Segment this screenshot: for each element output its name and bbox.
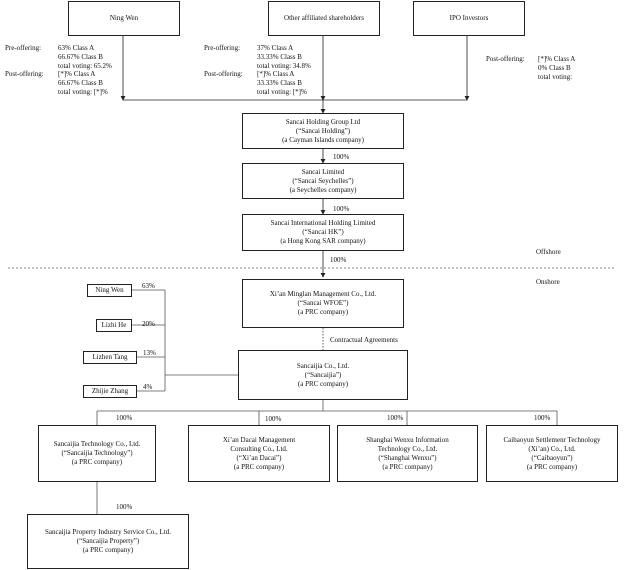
- ning-wen-box: Ning Wen: [68, 1, 180, 36]
- seychelles-hk-pct: 100%: [333, 205, 350, 213]
- other-post-label: Post-offering:: [204, 70, 243, 78]
- sancaijia-property-box: Sancaijia Property Industry Service Co.,…: [27, 514, 189, 569]
- sancai-hk-box: Sancai International Holding Limited(“Sa…: [242, 214, 404, 251]
- sub-dacai-pct: 100%: [265, 415, 282, 423]
- sub-wenxu-pct: 100%: [387, 414, 404, 422]
- caibaoyun-box: Caibaoyun Settlemenr Technology(Xi’an) C…: [486, 425, 618, 482]
- holder-lizhi-he-pct: 20%: [142, 320, 155, 328]
- ipo-post-label: Post-offering:: [486, 55, 525, 63]
- hk-wfoe-pct: 100%: [330, 256, 347, 264]
- offshore-label: Offshore: [536, 248, 561, 256]
- sancai-holding-box: Sancai Holding Group Ltd(“Sancai Holding…: [242, 113, 404, 149]
- holder-ning-wen: Ning Wen: [87, 284, 132, 297]
- contractual-agreements-label: Contractual Agreements: [330, 336, 398, 344]
- ningwen-pre-detail: 63% Class A 66.67% Class B total voting:…: [58, 44, 112, 70]
- other-shareholders-label: Other affiliated shareholders: [284, 14, 364, 22]
- ipo-post-detail: [*]% Class A 0% Class B total voting:: [538, 55, 576, 81]
- holder-ning-wen-pct: 63%: [142, 282, 155, 290]
- ning-wen-label: Ning Wen: [109, 14, 139, 22]
- holder-zhijie-zhang-pct: 4%: [143, 383, 153, 391]
- tech-property-pct: 100%: [116, 503, 133, 511]
- ipo-investors-box: IPO Investors: [413, 1, 525, 36]
- sancaijia-box: Sancaijia Co., Ltd.(“Sancaijia”)(a PRC c…: [238, 350, 408, 400]
- other-shareholders-box: Other affiliated shareholders: [268, 1, 380, 36]
- holder-lizhi-he: Lizhi He: [96, 319, 132, 332]
- holder-lizhen-tang-pct: 13%: [143, 349, 156, 357]
- other-post-detail: [*]% Class A 33.33% Class B total voting…: [257, 70, 307, 96]
- sub-caibaoyun-pct: 100%: [534, 414, 551, 422]
- holding-seychelles-pct: 100%: [333, 153, 350, 161]
- ningwen-post-detail: [*]% Class A 66.67% Class B total voting…: [58, 70, 108, 96]
- sancaijia-technology-box: Sancaijia Technology Co., Ltd.(“Sancaiji…: [38, 425, 156, 482]
- sub-tech-pct: 100%: [116, 414, 133, 422]
- other-pre-label: Pre-offering:: [204, 44, 241, 52]
- other-pre-detail: 37% Class A 33.33% Class B total voting:…: [257, 44, 311, 70]
- sancai-wfoe-box: Xi’an Minglan Management Co., Ltd.(“Sanc…: [242, 279, 404, 328]
- ningwen-post-label: Post-offering:: [5, 70, 44, 78]
- sancai-seychelles-box: Sancai Limited(“Sancai Seychelles”)(a Se…: [242, 163, 404, 199]
- ipo-investors-label: IPO Investors: [449, 14, 489, 22]
- holder-lizhen-tang: Lizhen Tang: [83, 351, 137, 364]
- ningwen-pre-label: Pre-offering:: [5, 44, 42, 52]
- onshore-label: Onshore: [536, 278, 560, 286]
- holder-zhijie-zhang: Zhijie Zhang: [83, 385, 137, 398]
